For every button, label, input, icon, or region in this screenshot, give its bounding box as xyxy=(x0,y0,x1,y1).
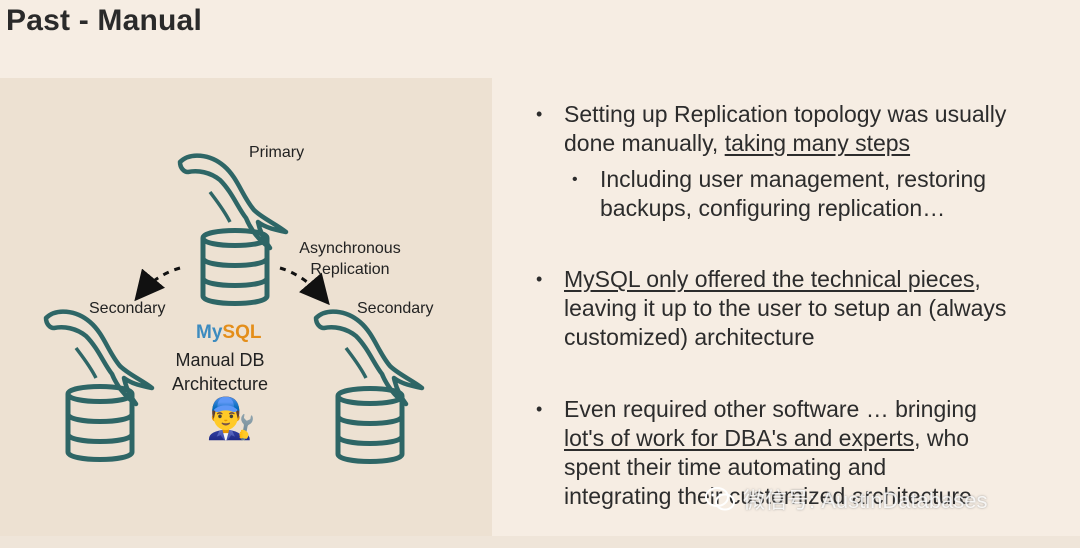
replication-arrow-left xyxy=(134,266,181,302)
wechat-watermark: 微信号: AustinDatabases xyxy=(705,483,988,515)
primary-database-icon xyxy=(203,231,267,304)
primary-dolphin-icon xyxy=(180,156,286,248)
primary-label: Primary xyxy=(249,144,305,161)
watermark-text: 微信号: AustinDatabases xyxy=(743,488,988,513)
wechat-icon xyxy=(705,487,735,511)
secondary-left-database-icon xyxy=(68,387,132,460)
secondary-left-dolphin-icon xyxy=(46,312,152,404)
bullet-3: • Even required other software … bringin… xyxy=(536,396,977,509)
slide-title: Past - Manual xyxy=(6,4,202,37)
secondary-right-label: Secondary xyxy=(357,300,434,317)
bullet-dot: • xyxy=(536,104,543,124)
bullet-dot: • xyxy=(536,269,543,289)
replication-label: Asynchronous Replication xyxy=(299,240,401,278)
replication-arrow-right xyxy=(279,266,330,306)
mechanic-icon: 👨‍🔧 xyxy=(206,397,256,441)
architecture-diagram: Primary Asynchronous Replication Seconda… xyxy=(0,78,492,536)
diagram-graphics xyxy=(0,78,492,536)
bottom-strip xyxy=(0,536,1080,548)
bullet-dot: • xyxy=(572,171,578,188)
secondary-right-database-icon xyxy=(338,389,402,462)
bullet-dot: • xyxy=(536,399,543,419)
bullet-1: • Setting up Replication topology was us… xyxy=(536,101,1007,156)
bullet-1-sub: • Including user management, restoring b… xyxy=(572,166,987,221)
bullet-2: • MySQL only offered the technical piece… xyxy=(536,266,1007,350)
architecture-caption: Manual DB Architecture xyxy=(171,350,269,394)
mysql-logo: MySQL xyxy=(196,322,262,343)
secondary-left-label: Secondary xyxy=(89,300,166,317)
